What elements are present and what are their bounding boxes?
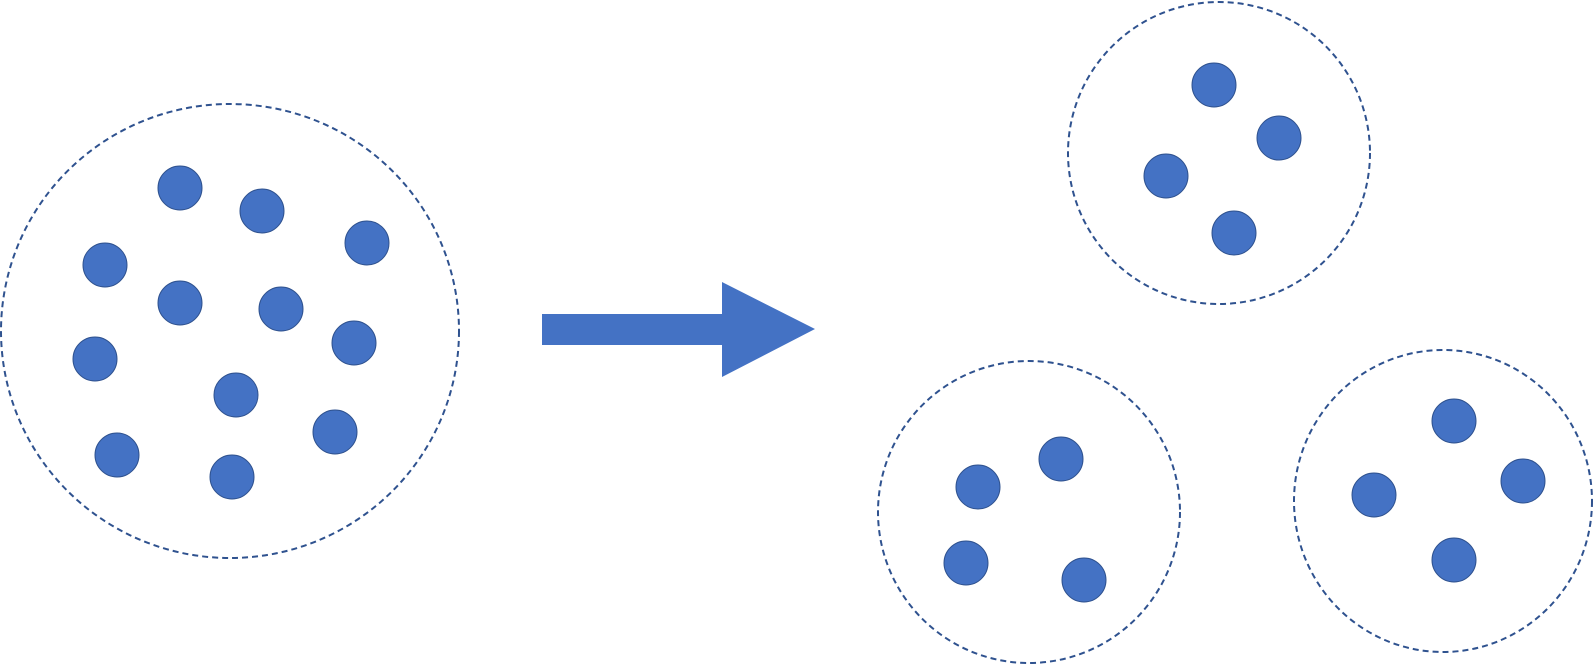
result-group-bottom-right-dot [1431,537,1477,583]
result-group-bottom-right-outline [1293,349,1593,653]
source-group-dot [209,454,255,500]
result-group-top-dot [1211,210,1257,256]
result-group-bottom-left-dot [1061,557,1107,603]
source-group-dot [213,372,259,418]
source-group-dot [312,409,358,455]
source-group-dot [157,165,203,211]
result-group-bottom-right-dot [1431,398,1477,444]
source-group-dot [344,220,390,266]
source-group-dot [157,280,203,326]
source-group [0,103,460,559]
result-group-top-outline [1067,1,1371,305]
result-group-top-dot [1191,62,1237,108]
result-group-bottom-left-dot [1038,436,1084,482]
source-group-dot [82,242,128,288]
result-group-top [1067,1,1371,305]
result-group-top-dot [1143,153,1189,199]
result-group-bottom-left-dot [943,540,989,586]
result-group-bottom-left-outline [877,360,1181,664]
split-arrow [542,282,815,377]
result-group-bottom-left [877,360,1181,664]
result-group-bottom-right-dot [1500,458,1546,504]
result-group-bottom-right-dot [1351,472,1397,518]
result-group-bottom-right [1293,349,1593,653]
source-group-dot [94,432,140,478]
source-group-dot [331,320,377,366]
result-group-bottom-left-dot [955,464,1001,510]
source-group-dot [72,336,118,382]
source-group-dot [239,188,285,234]
source-group-outline [0,103,460,559]
result-group-top-dot [1256,115,1302,161]
source-group-dot [258,286,304,332]
